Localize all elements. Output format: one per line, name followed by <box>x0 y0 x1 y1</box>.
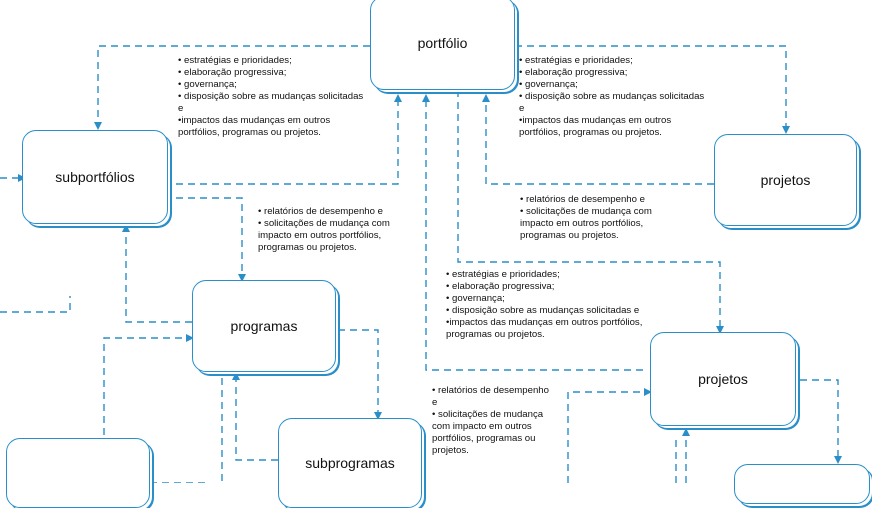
node-subprogramas-label: subprogramas <box>305 455 395 471</box>
arrow-projetos-mid-to-right <box>800 379 842 464</box>
arrow-projetos-top-to-portfolio <box>482 94 714 185</box>
arrow-subportfolios-to-programas <box>176 197 246 282</box>
connector-layer <box>0 45 842 483</box>
node-subportfolios: subportfólios <box>22 130 168 224</box>
node-portfolio-label: portfólio <box>417 35 468 51</box>
line-left-lower <box>0 296 71 313</box>
note-right-top: • estratégias e prioridades; • elaboraçã… <box>519 55 705 138</box>
node-projetos-top: projetos <box>714 134 857 226</box>
node-bottom-left <box>6 438 150 508</box>
node-subprogramas: subprogramas <box>278 418 422 508</box>
note-bottom-reports: • relatórios de desempenho e • solicitaç… <box>432 385 549 456</box>
node-projetos-mid: projetos <box>650 332 796 426</box>
note-left-top: • estratégias e prioridades; • elaboraçã… <box>178 55 364 138</box>
node-projetos-mid-label: projetos <box>698 371 748 387</box>
arrow-portfolio-to-subportfolios <box>94 45 370 130</box>
arrow-programas-to-subportfolios <box>122 224 192 323</box>
arrow-portfolio-to-projetos-top <box>515 45 790 134</box>
node-subportfolios-label: subportfólios <box>55 169 135 185</box>
arrow-left-to-programas <box>103 334 194 483</box>
arrow-reports-up-to-portfolio <box>422 94 643 371</box>
arrow-portfolio-to-projetos-mid <box>457 90 724 334</box>
arrow-bottom-to-projetos-mid <box>567 388 652 483</box>
arrow-subportfolios-to-portfolio <box>176 94 402 185</box>
node-portfolio: portfólio <box>370 0 515 90</box>
node-bottom-right <box>734 464 870 504</box>
node-programas: programas <box>192 280 336 372</box>
note-middle-strategies: • estratégias e prioridades; • elaboraçã… <box>446 269 643 340</box>
node-projetos-top-label: projetos <box>760 172 811 188</box>
arrow-subprogramas-to-programas <box>232 372 278 461</box>
arrow-programas-to-subprogramas <box>338 329 382 420</box>
note-right-reports: • relatórios de desempenho e • solicitaç… <box>520 194 652 241</box>
note-center-reports: • relatórios de desempenho e • solicitaç… <box>258 206 390 253</box>
node-programas-label: programas <box>230 318 298 334</box>
